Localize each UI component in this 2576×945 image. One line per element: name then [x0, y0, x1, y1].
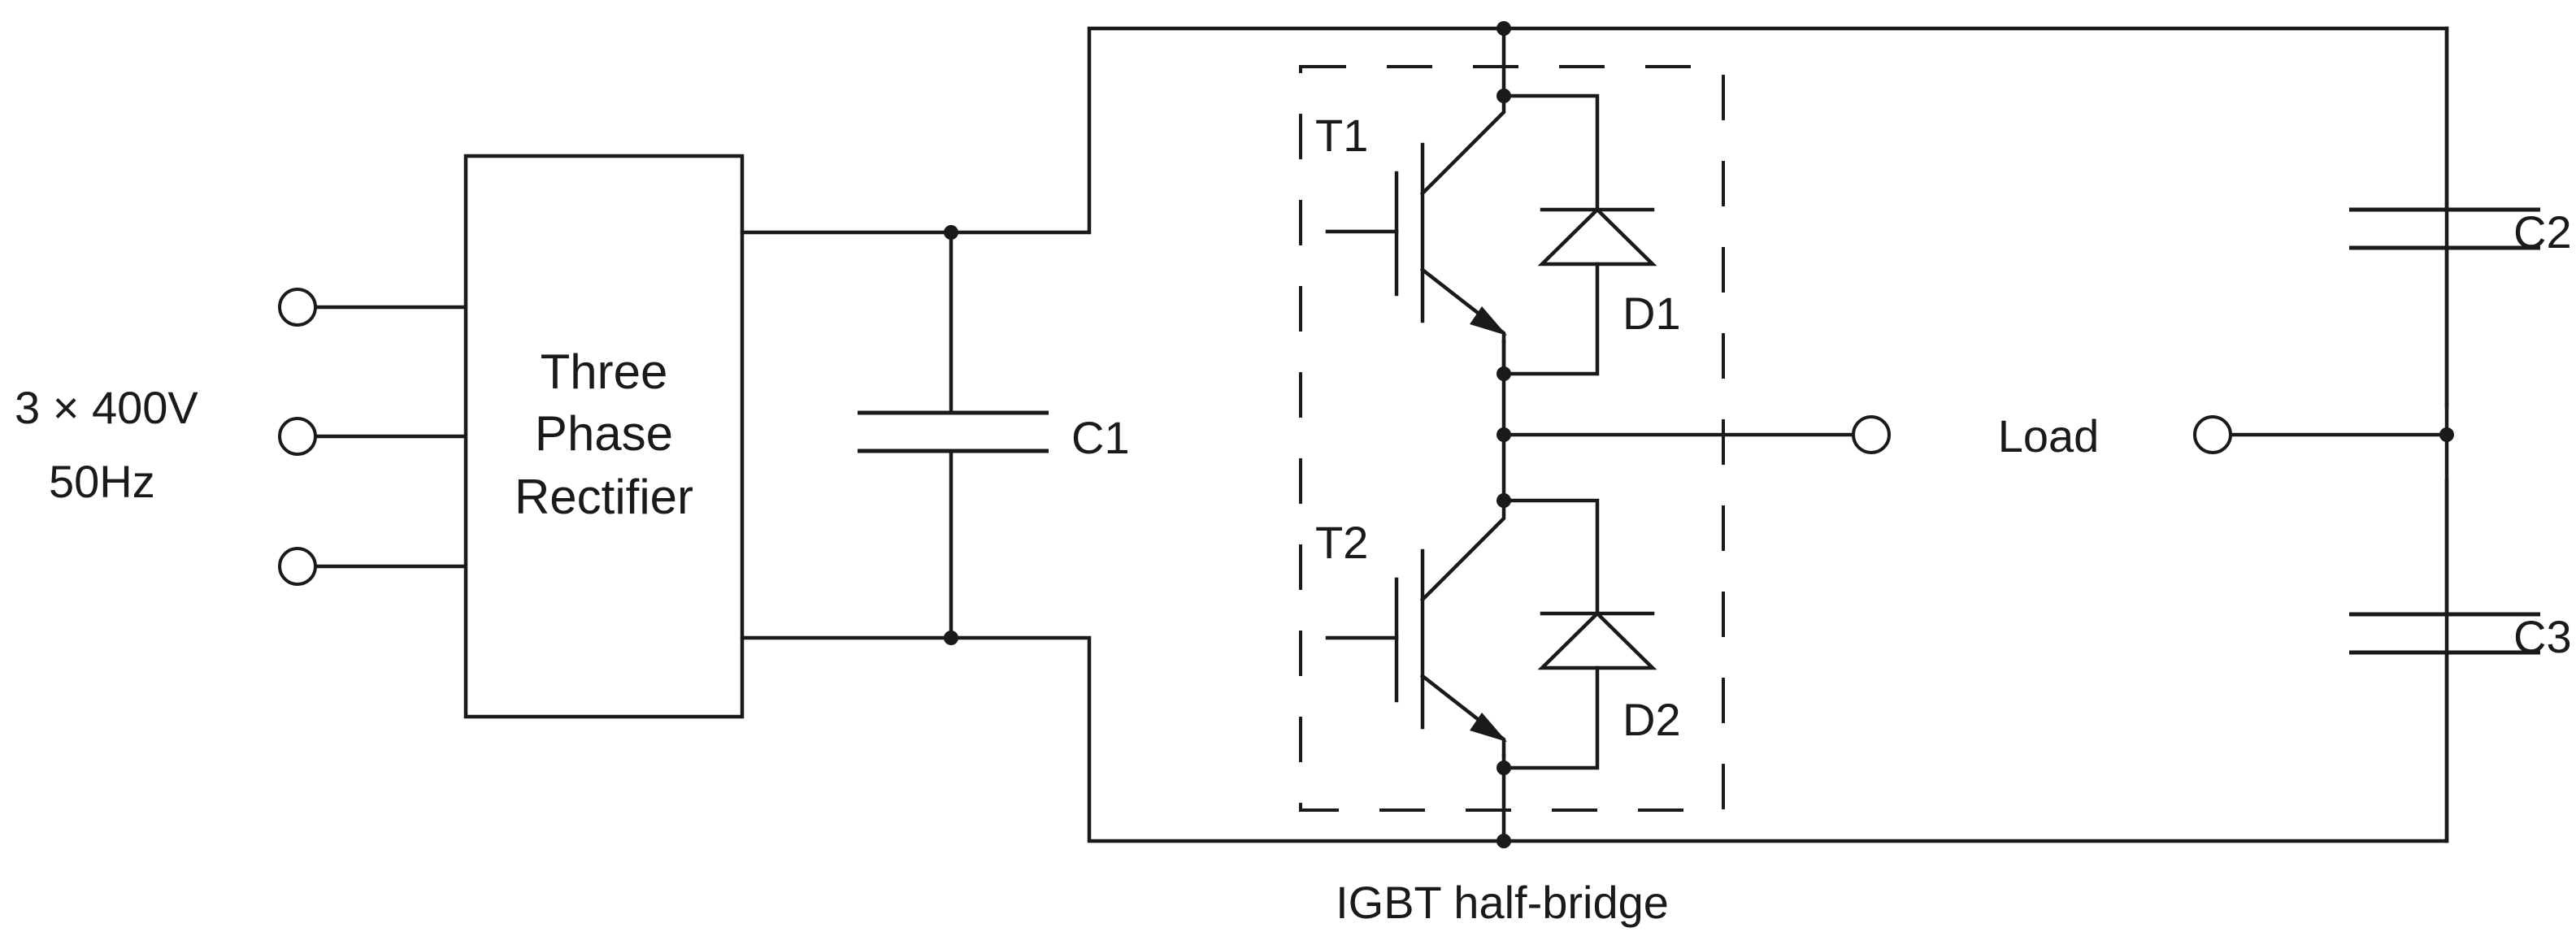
t1-label: T1: [1315, 110, 1368, 161]
three-phase-input: [278, 288, 466, 586]
load-terminals: [1852, 415, 2454, 454]
d2-label: D2: [1622, 694, 1681, 745]
igbt-half-bridge-caption: IGBT half-bridge: [1336, 877, 1669, 928]
capacitor-c3: [2349, 432, 2540, 843]
input-terminal-l3: [278, 547, 317, 586]
load-terminal-left: [1852, 415, 1891, 454]
diode-d1: [1501, 93, 1657, 376]
c2-label: C2: [2513, 206, 2572, 258]
t1-emitter-arrow: [1470, 306, 1507, 336]
transistor-t2: [1325, 493, 1511, 775]
input-voltage-label: 3 × 400V: [15, 382, 198, 433]
input-terminal-l2: [278, 417, 317, 456]
t2-label: T2: [1315, 517, 1368, 568]
load-terminal-right: [2193, 415, 2232, 454]
three-phase-rectifier-box: [463, 154, 745, 719]
diode-d2: [1501, 498, 1657, 770]
node-bottom-bus: [1497, 834, 1511, 848]
d1-label: D1: [1622, 288, 1681, 339]
c1-label: C1: [1071, 412, 1130, 463]
transistor-t1: [1325, 89, 1511, 381]
node-top-bus: [1497, 21, 1511, 36]
rectifier-label-line2: Phase: [535, 406, 673, 461]
input-frequency-label: 50Hz: [49, 456, 155, 507]
node-c1-top: [944, 225, 958, 240]
t2-emitter-arrow: [1470, 713, 1507, 742]
rectifier-label-line1: Three: [541, 345, 668, 399]
node-midpoint: [1497, 427, 1511, 442]
capacitor-c1: [858, 225, 1049, 645]
igbt-half-bridge-outline: [1299, 65, 1725, 812]
c3-label: C3: [2513, 611, 2572, 662]
input-terminal-l1: [278, 288, 317, 327]
load-label: Load: [1998, 410, 2100, 462]
rectifier-label-line3: Rectifier: [515, 470, 693, 524]
node-c1-bottom: [944, 631, 958, 645]
capacitor-c2: [2349, 26, 2540, 437]
